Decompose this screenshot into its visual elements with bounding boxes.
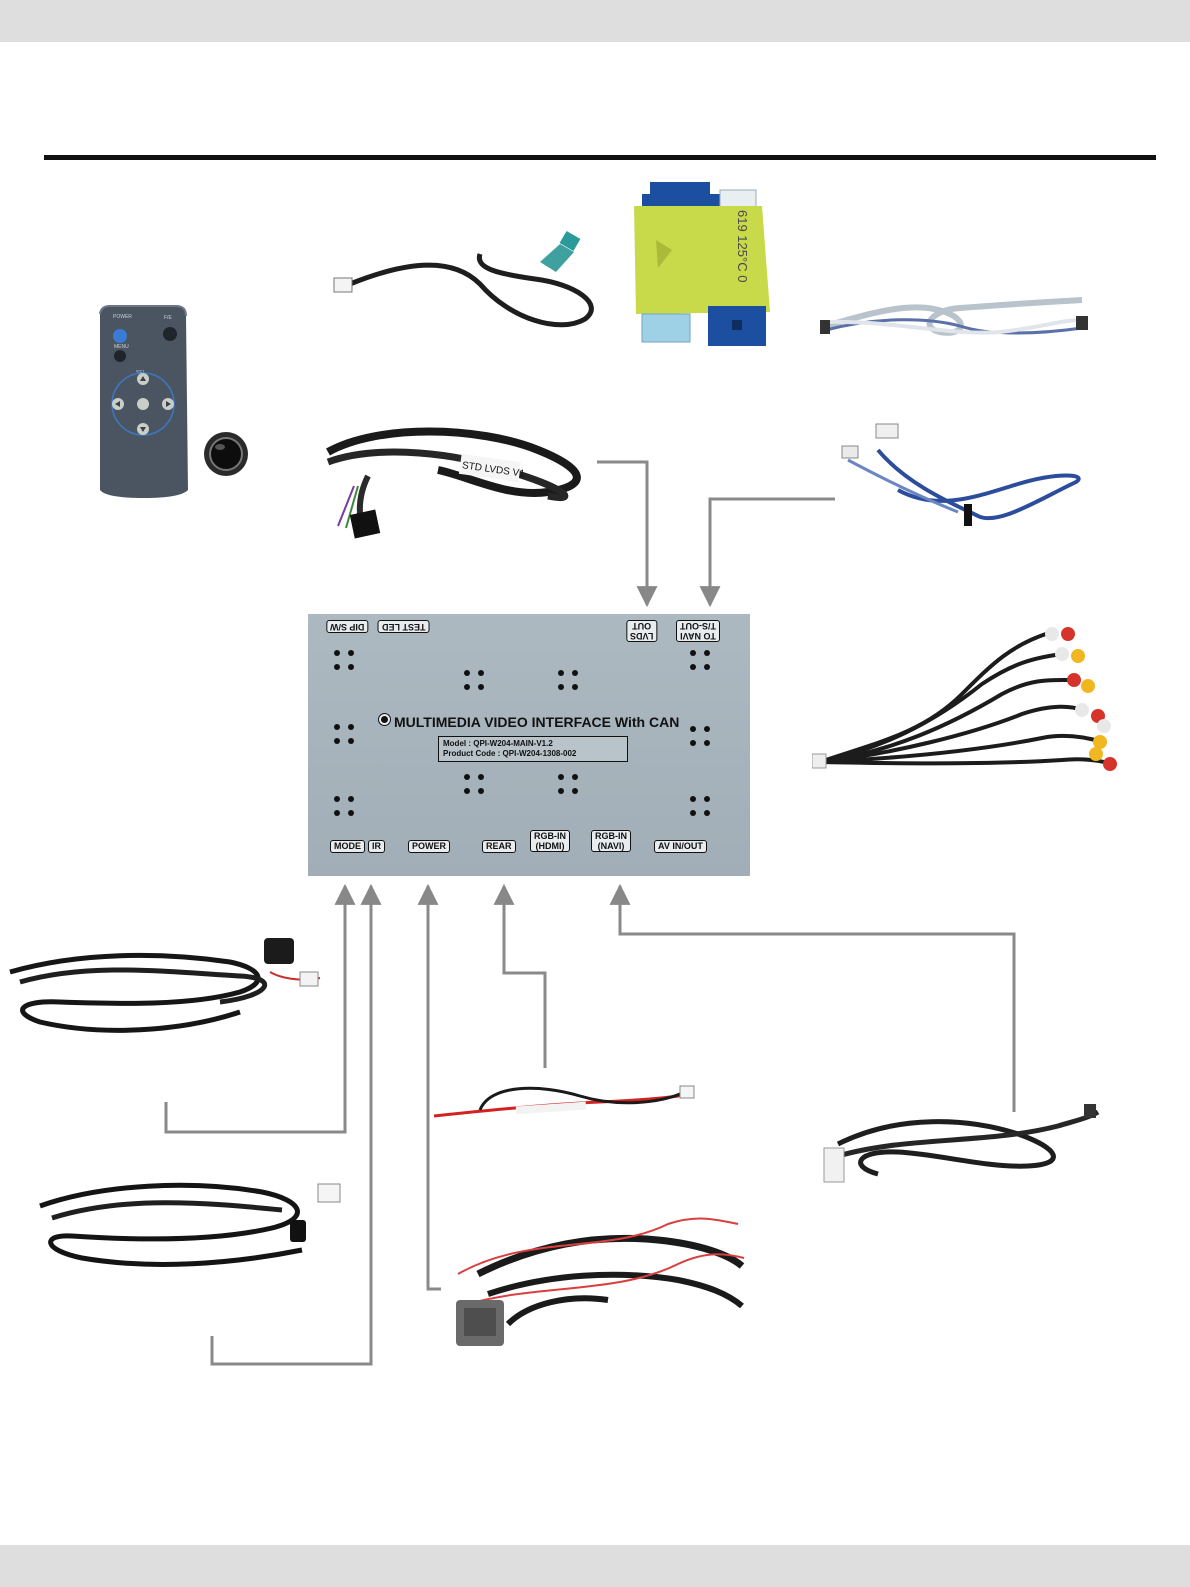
header-band <box>0 0 1190 42</box>
screw-holes <box>464 670 486 692</box>
rgb-navi-cable-image <box>823 1104 1100 1183</box>
svg-text:619 125°C 0: 619 125°C 0 <box>735 210 750 282</box>
power-harness-image <box>456 1217 745 1346</box>
svg-text:F/E: F/E <box>164 315 172 321</box>
screw-holes <box>334 650 356 672</box>
svg-text:MENU: MENU <box>114 344 129 350</box>
screw-holes <box>334 724 356 746</box>
screw-holes <box>558 774 580 796</box>
arrow-mode <box>164 883 356 1134</box>
screw-holes <box>690 650 712 672</box>
lvds-small-cable-image <box>333 230 594 328</box>
label-lvds-out: LVDS OUT <box>626 620 658 642</box>
interface-module: DIP S/W TEST LED LVDS OUT TO NAVI T/S-OU… <box>308 614 750 876</box>
arrow-lvds <box>597 460 658 608</box>
screw-holes <box>464 774 486 796</box>
label-power: POWER <box>408 840 451 853</box>
arrow-ir <box>210 883 382 1366</box>
flat-ribbon-cable-image <box>820 297 1088 336</box>
can-module-image: 619 125°C 0 <box>634 182 770 346</box>
arrow-power <box>417 883 441 1291</box>
svg-text:POWER: POWER <box>113 314 132 320</box>
label-rear: REAR <box>482 840 516 853</box>
screw-holes <box>690 726 712 748</box>
label-test-led: TEST LED <box>378 620 430 633</box>
arrow-navi-ts <box>699 497 835 608</box>
model-plate: Model : QPI-W204-MAIN-V1.2 Product Code … <box>438 736 628 762</box>
rca-plugs-icon <box>1045 627 1117 771</box>
label-mode: MODE <box>330 840 365 853</box>
label-ir: IR <box>368 840 385 853</box>
arrow-rgb-navi <box>609 883 1016 1112</box>
screw-holes <box>334 796 356 818</box>
label-to-navi-ts-out: TO NAVI T/S-OUT <box>676 620 720 642</box>
screw-holes <box>558 670 580 692</box>
ir-eye-icon <box>209 437 243 471</box>
power-button-icon <box>113 329 127 343</box>
bullet-icon <box>379 714 390 725</box>
arrow-rear <box>493 883 547 1068</box>
module-title: MULTIMEDIA VIDEO INTERFACE With CAN <box>379 714 679 730</box>
remote-control-image: POWER F/E MENU SEL <box>99 305 248 498</box>
title-rule <box>44 155 1156 160</box>
screw-holes <box>690 796 712 818</box>
lvds-main-cable-image: STD LVDS V1 <box>326 427 581 539</box>
footer-band <box>0 1545 1190 1587</box>
blue-cable-image <box>841 423 1081 526</box>
push-button-icon <box>264 938 294 964</box>
rear-camera-cable-image <box>433 1085 695 1118</box>
mode-switch-cable-image <box>9 938 321 1033</box>
label-rgb-in-navi: RGB-IN (NAVI) <box>591 830 631 852</box>
av-rca-harness-image <box>812 627 1117 771</box>
label-av-in-out: AV IN/OUT <box>654 840 707 853</box>
label-dip-switch: DIP S/W <box>326 620 369 633</box>
label-rgb-in-hdmi: RGB-IN (HDMI) <box>530 830 570 852</box>
ir-sensor-cable-image <box>39 1182 341 1267</box>
